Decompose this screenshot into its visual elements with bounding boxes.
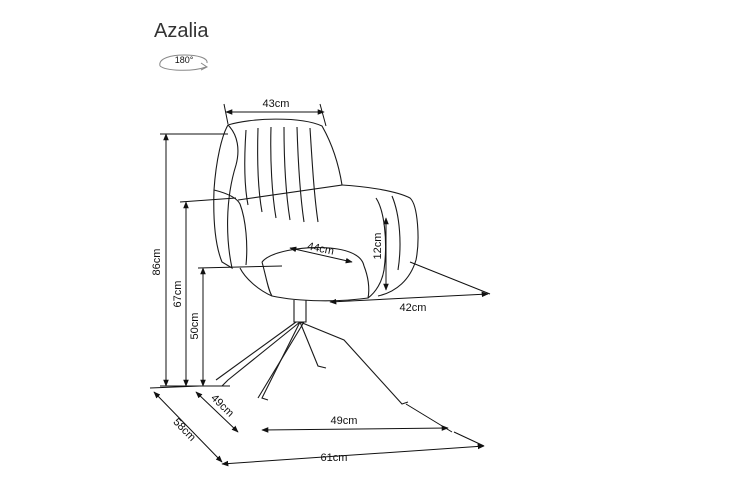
- dimension-lines: [149, 103, 491, 467]
- label-armrest-above-seat: 12cm: [372, 233, 384, 260]
- label-armrest-height: 67cm: [172, 281, 184, 308]
- label-total-height: 86cm: [151, 249, 163, 276]
- label-seat-height: 50cm: [189, 313, 201, 340]
- chair-outline: [213, 118, 419, 405]
- label-total-width: 61cm: [321, 452, 348, 464]
- label-back-width: 43cm: [263, 98, 290, 110]
- label-base-depth: 49cm: [208, 392, 236, 419]
- label-seat-width: 42cm: [400, 302, 427, 314]
- rotation-label: 180°: [175, 55, 194, 65]
- label-seat-depth: 44cm: [306, 240, 335, 257]
- rotation-icon: 180°: [159, 54, 208, 71]
- label-base-width: 49cm: [331, 415, 358, 427]
- dimension-labels: 43cm 86cm 67cm 50cm 44cm 12cm 42cm 49cm …: [151, 98, 426, 464]
- label-total-depth: 58cm: [170, 416, 197, 444]
- product-title: Azalia: [154, 20, 209, 42]
